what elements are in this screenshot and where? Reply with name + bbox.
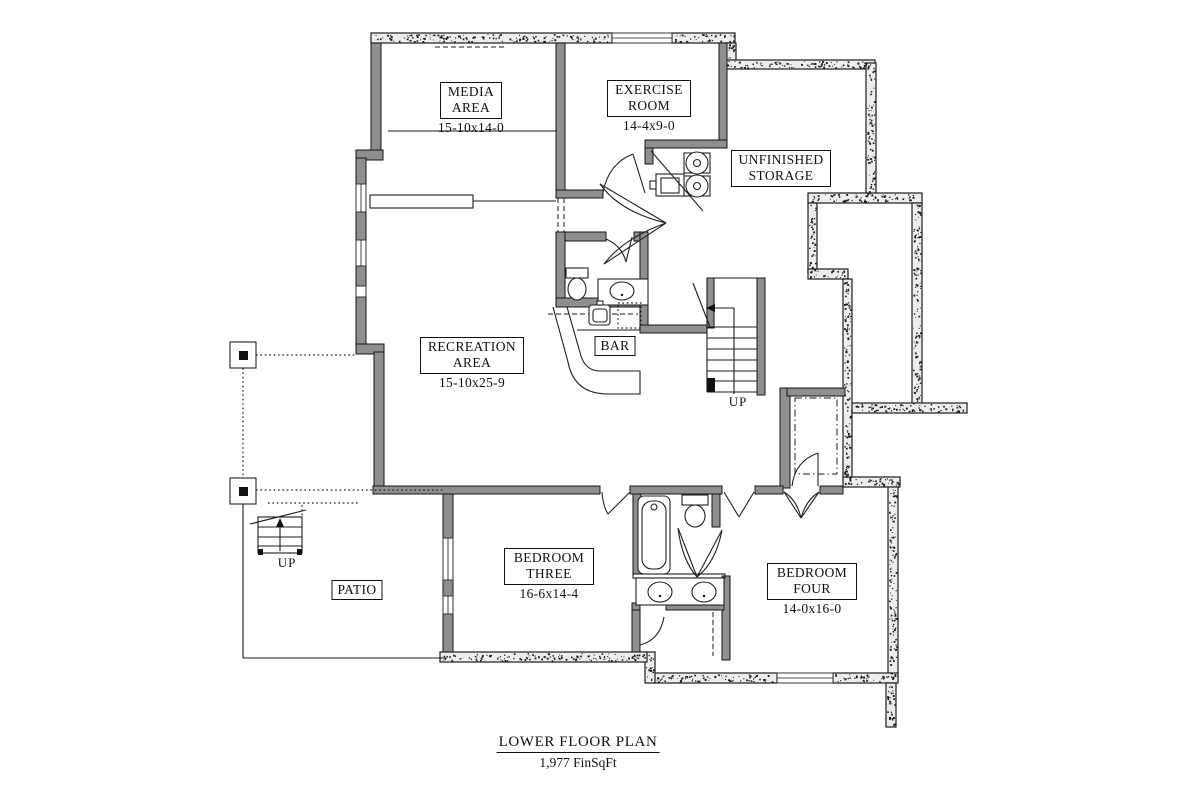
up-arrow [706, 304, 715, 312]
room-name: PATIO [331, 580, 383, 601]
room-label-media-area: MEDIA AREA 15-10x14-0 [438, 82, 504, 136]
vanity-sink-1 [647, 581, 673, 603]
stair-break-line-2 [249, 509, 307, 525]
room-label-recreation-area: RECREATION AREA 15-10x25-9 [420, 337, 524, 391]
sink-bowl [609, 281, 635, 301]
plan-title: LOWER FLOOR PLAN [496, 734, 660, 753]
room-dims: 16-6x14-4 [519, 585, 579, 601]
room-name: EXERCISE ROOM [607, 80, 691, 117]
patio-stairs-up-label: UP [277, 555, 297, 570]
toilet-bowl-2 [684, 504, 706, 528]
windows [355, 32, 834, 684]
room-label-bar: BAR [594, 336, 636, 357]
room-name: BEDROOM THREE [504, 548, 594, 585]
mech-chase [794, 397, 838, 475]
vanity-sink-2 [691, 581, 717, 603]
room-label-exercise-room: EXERCISE ROOM 14-4x9-0 [607, 80, 691, 134]
room-name: MEDIA AREA [440, 82, 502, 119]
patio-area [229, 341, 447, 659]
room-dims: 14-4x9-0 [623, 117, 675, 133]
room-dims: 15-10x25-9 [439, 374, 505, 390]
doors [599, 150, 820, 646]
bar-counter [552, 306, 641, 395]
foundation-walls [370, 32, 968, 728]
stairs-up-label: UP [728, 394, 748, 409]
title-block: LOWER FLOOR PLAN 1,977 FinSqFt [496, 733, 660, 771]
mechanical-equipment [649, 151, 838, 475]
toilet-tank [565, 267, 589, 279]
room-label-patio: PATIO [331, 580, 383, 601]
room-label-bedroom-three: BEDROOM THREE 16-6x14-4 [504, 548, 594, 602]
plan-area: 1,977 FinSqFt [539, 755, 617, 770]
room-name: BAR [594, 336, 636, 357]
bar-area [548, 300, 642, 395]
patio-stairs [249, 509, 307, 555]
room-label-unfinished-storage: UNFINISHED STORAGE [731, 150, 831, 188]
toilet-bowl [567, 277, 587, 301]
room-dims: 14-0x16-0 [782, 600, 842, 616]
stair-break-line [692, 282, 711, 328]
ceiling-lines [369, 130, 565, 232]
main-stairs [692, 277, 757, 394]
room-name: UNFINISHED STORAGE [731, 150, 831, 187]
powder-bath [565, 267, 649, 306]
room-label-bedroom-four: BEDROOM FOUR 14-0x16-0 [767, 563, 857, 617]
bedroom-bath [632, 494, 726, 656]
dishwasher [617, 302, 642, 329]
room-name: BEDROOM FOUR [767, 563, 857, 600]
room-name: RECREATION AREA [420, 337, 524, 374]
room-dims: 15-10x14-0 [438, 119, 504, 135]
toilet-tank-2 [681, 494, 709, 506]
